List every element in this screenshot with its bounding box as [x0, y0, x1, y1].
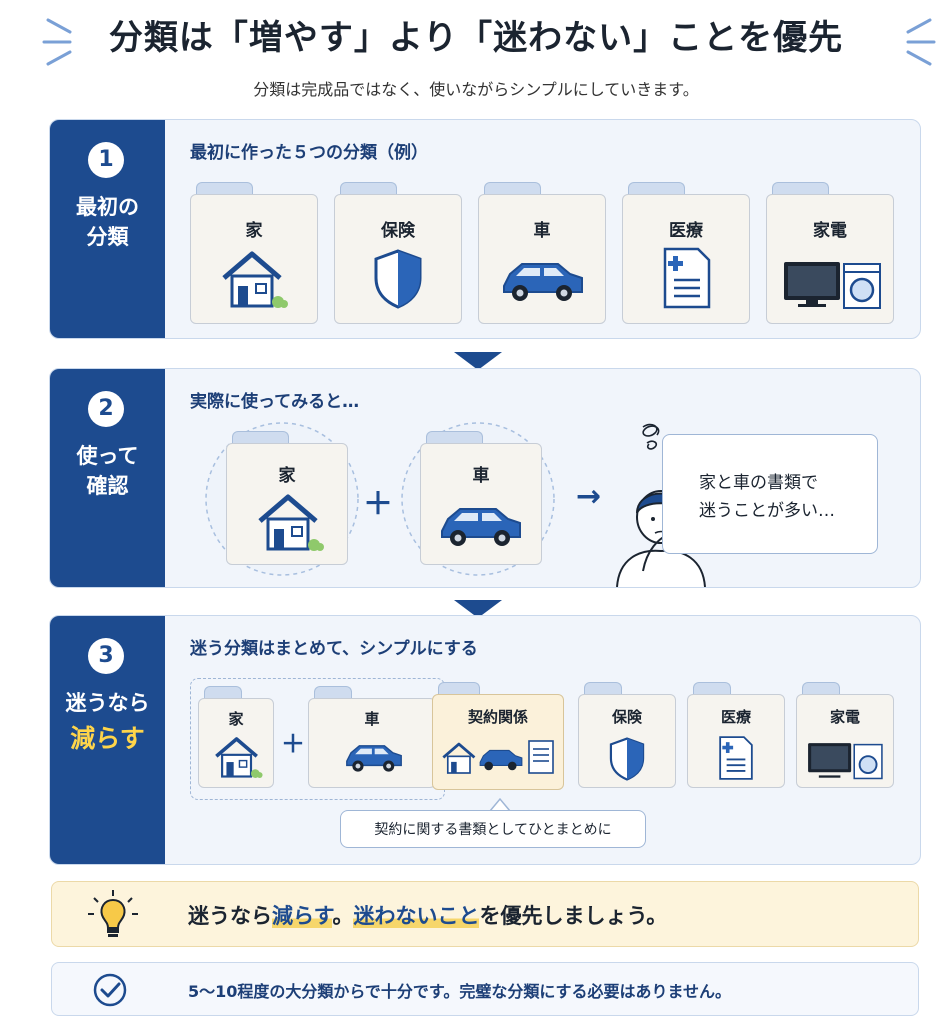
tip-banner: 迷うなら減らす。迷わないことを優先しましょう。: [51, 881, 919, 947]
car-icon: [503, 263, 583, 301]
step2-number: 2: [88, 391, 124, 427]
note-text: 5〜10程度の大分類からで十分です。完璧な分類にする必要はありません。: [188, 982, 731, 1001]
folder-insurance[interactable]: 保険: [578, 682, 676, 788]
plus-sign: ＋: [281, 730, 305, 758]
step2-side-label: 使って 確認: [76, 444, 139, 498]
car-icon: [479, 749, 523, 771]
decoration-left: [42, 18, 72, 66]
tip-highlight-2: 迷わないこと: [353, 904, 480, 928]
folder-label: 医療: [720, 708, 751, 726]
speech-text: 家と車の書類で 迷うことが多い…: [699, 473, 835, 521]
flow-arrow-2: [454, 600, 502, 618]
folder-label: 車: [533, 221, 551, 241]
medical-document-icon: [719, 736, 753, 780]
folder-label: 家: [278, 466, 296, 486]
appliances-icon: [784, 262, 881, 309]
merge-caption-text: 契約に関する書類としてひとまとめに: [374, 822, 612, 838]
folder-house[interactable]: 家: [190, 182, 318, 324]
car-icon: [441, 508, 521, 546]
folder-car[interactable]: 車: [308, 686, 436, 788]
folder-medical[interactable]: 医療: [687, 682, 785, 788]
check-circle-icon: [93, 973, 127, 1007]
decoration-right: [906, 18, 936, 66]
flow-arrow-1: [454, 352, 502, 370]
folder-car[interactable]: 車: [420, 431, 542, 565]
step3-section: 3 迷うなら 減らす 迷う分類はまとめて、シンプルにする 家 ＋ 車 → 契約関…: [49, 615, 921, 865]
step1-section: 1 最初の 分類 最初に作った５つの分類（例） 家 保険 車: [49, 119, 921, 339]
folder-label: 家: [228, 710, 244, 728]
merge-caption: 契約に関する書類としてひとまとめに: [340, 810, 646, 848]
plus-sign: ＋: [363, 487, 393, 522]
folder-label: 医療: [669, 221, 703, 241]
tip-part-5: を優先しましょう。: [479, 904, 668, 928]
note-banner: 5〜10程度の大分類からで十分です。完璧な分類にする必要はありません。: [51, 962, 919, 1016]
folder-house[interactable]: 家: [198, 686, 274, 788]
folder-label: 車: [472, 466, 490, 486]
tip-highlight-1: 減らす: [272, 904, 333, 928]
document-icon: [528, 740, 554, 774]
house-icon: [258, 494, 324, 551]
tip-part-1: 迷うなら: [188, 904, 272, 928]
house-icon: [222, 251, 288, 308]
step2-section: 2 使って 確認 実際に使ってみると… 家 ＋ 車 →: [49, 368, 921, 588]
car-icon: [346, 745, 402, 772]
step1-title: 最初に作った５つの分類（例）: [190, 143, 428, 163]
page-subtitle: 分類は完成品ではなく、使いながらシンプルにしていきます。: [253, 80, 699, 99]
house-icon: [215, 737, 263, 778]
appliances-icon: [808, 743, 883, 780]
step3-side-label-2: 減らす: [70, 724, 145, 753]
speech-bubble: 家と車の書類で 迷うことが多い…: [662, 434, 878, 554]
folder-label: 保険: [611, 708, 642, 726]
step2-title: 実際に使ってみると…: [190, 392, 360, 412]
folder-appliances[interactable]: 家電: [766, 182, 894, 324]
folder-medical[interactable]: 医療: [622, 182, 750, 324]
folder-label: 車: [364, 710, 380, 728]
step3-title: 迷う分類はまとめて、シンプルにする: [190, 639, 478, 659]
folder-label: 家: [245, 221, 263, 241]
step1-side-label: 最初の 分類: [76, 195, 139, 249]
folder-car[interactable]: 車: [478, 182, 606, 324]
medical-document-icon: [663, 247, 711, 309]
step3-number: 3: [88, 638, 124, 674]
folder-contracts[interactable]: 契約関係: [432, 682, 564, 790]
arrow-right: →: [576, 479, 602, 514]
folder-label: 契約関係: [467, 708, 528, 726]
folder-label: 家電: [829, 708, 860, 726]
step3-sidebar: 3 迷うなら 減らす: [50, 616, 165, 864]
caption-pointer: [489, 797, 511, 812]
tip-text: 迷うなら減らす。迷わないことを優先しましょう。: [188, 900, 667, 930]
step1-number: 1: [88, 142, 124, 178]
tip-part-3: 。: [332, 904, 354, 928]
folder-label: 家電: [813, 221, 847, 241]
step2-sidebar: 2 使って 確認: [50, 369, 165, 587]
shield-icon: [609, 737, 645, 781]
lightbulb-icon: [88, 890, 138, 937]
folder-insurance[interactable]: 保険: [334, 182, 462, 324]
folder-appliances[interactable]: 家電: [796, 682, 894, 788]
folder-house[interactable]: 家: [226, 431, 348, 565]
step1-sidebar: 1 最初の 分類: [50, 120, 165, 338]
folder-label: 保険: [381, 221, 415, 241]
page-title: 分類は「増やす」より「迷わない」ことを優先: [108, 18, 844, 58]
shield-icon: [374, 249, 422, 309]
step3-side-label-1: 迷うなら: [65, 691, 150, 715]
house-icon: [442, 742, 476, 774]
